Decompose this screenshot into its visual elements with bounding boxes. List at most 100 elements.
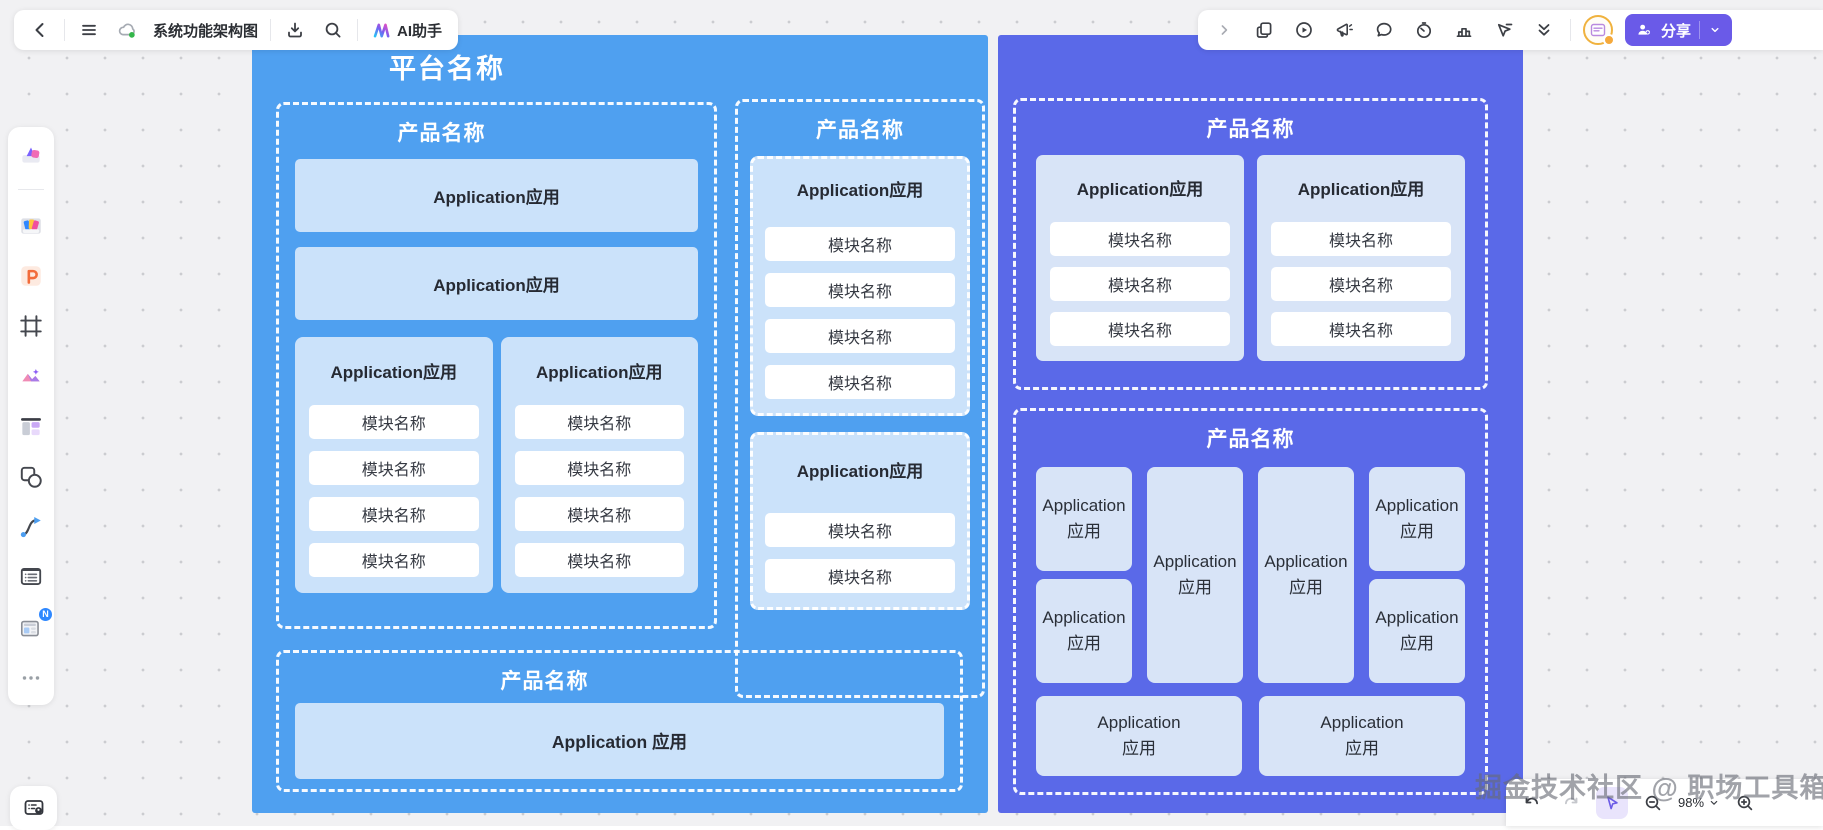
- module-box[interactable]: 模块名称: [515, 497, 685, 531]
- zoom-in-button[interactable]: [1731, 789, 1759, 817]
- processon-p-icon: [18, 263, 44, 289]
- module-box[interactable]: 模块名称: [765, 227, 955, 261]
- grid-column: Application 应用 Application 应用: [1036, 467, 1132, 683]
- application-group-row: Application应用 模块名称 模块名称 模块名称 模块名称 Applic…: [295, 337, 698, 593]
- download-button[interactable]: [281, 16, 309, 44]
- application-box[interactable]: Application 应用: [295, 703, 944, 779]
- back-icon: [30, 20, 50, 40]
- ai-assistant-button[interactable]: AI助手: [368, 20, 446, 41]
- chevron-down-icon: [1708, 797, 1720, 809]
- new-badge: N: [37, 606, 54, 623]
- avatar[interactable]: [1583, 15, 1613, 45]
- divider: [1570, 19, 1571, 41]
- sidebar-item-connector[interactable]: [16, 512, 46, 542]
- back-button[interactable]: [26, 16, 54, 44]
- module-box[interactable]: 模块名称: [309, 405, 479, 439]
- pointer-tool-button[interactable]: [1596, 787, 1628, 819]
- module-box[interactable]: 模块名称: [309, 497, 479, 531]
- map-legend-button[interactable]: [10, 786, 57, 830]
- application-group[interactable]: Application应用 模块名称 模块名称 模块名称 模块名称: [501, 337, 699, 593]
- module-box[interactable]: 模块名称: [309, 543, 479, 577]
- sidebar-item-more[interactable]: [16, 663, 46, 693]
- application-box[interactable]: Application应用: [295, 247, 698, 320]
- more-tools-button[interactable]: [1530, 16, 1558, 44]
- module-box[interactable]: 模块名称: [515, 405, 685, 439]
- application-group[interactable]: Application应用 模块名称 模块名称 模块名称: [1257, 155, 1465, 361]
- module-box[interactable]: 模块名称: [1271, 267, 1451, 301]
- undo-button[interactable]: [1518, 789, 1546, 817]
- sidebar-item-list[interactable]: [16, 562, 46, 592]
- application-cell[interactable]: Application 应用: [1258, 467, 1354, 683]
- zoom-level: 98%: [1678, 795, 1704, 810]
- application-group[interactable]: Application应用 模块名称 模块名称 模块名称 模块名称: [295, 337, 493, 593]
- list-card-icon: [18, 564, 44, 590]
- module-box[interactable]: 模块名称: [765, 559, 955, 593]
- zoom-level-dropdown[interactable]: 98%: [1678, 795, 1720, 810]
- platform-panel-purple[interactable]: 产品名称 Application应用 模块名称 模块名称 模块名称 Applic…: [998, 35, 1523, 813]
- module-box[interactable]: 模块名称: [1271, 312, 1451, 346]
- product-box-2[interactable]: 产品名称 Application应用 模块名称 模块名称 模块名称 模块名称 A…: [735, 99, 985, 698]
- module-box[interactable]: 模块名称: [309, 451, 479, 485]
- application-group[interactable]: Application应用 模块名称 模块名称 模块名称 模块名称: [750, 156, 970, 416]
- application-cell[interactable]: Application 应用: [1036, 696, 1242, 776]
- zoom-out-icon: [1643, 793, 1663, 813]
- module-box[interactable]: 模块名称: [515, 451, 685, 485]
- module-box[interactable]: 模块名称: [765, 513, 955, 547]
- module-box[interactable]: 模块名称: [1050, 222, 1230, 256]
- module-box[interactable]: 模块名称: [765, 365, 955, 399]
- product-box-3[interactable]: 产品名称 Application 应用: [276, 650, 963, 792]
- application-label: Application应用: [765, 437, 955, 501]
- sidebar-item-template[interactable]: N: [16, 613, 46, 643]
- module-box[interactable]: 模块名称: [765, 273, 955, 307]
- grid-column: Application 应用 Application 应用: [1369, 467, 1465, 683]
- application-cell[interactable]: Application 应用: [1036, 467, 1132, 571]
- application-cell[interactable]: Application 应用: [1036, 579, 1132, 683]
- comment-button[interactable]: [1370, 16, 1398, 44]
- module-box[interactable]: 模块名称: [1271, 222, 1451, 256]
- application-group[interactable]: Application应用 模块名称 模块名称 模块名称: [1036, 155, 1244, 361]
- application-label: Application应用: [1271, 163, 1451, 211]
- module-box[interactable]: 模块名称: [515, 543, 685, 577]
- sidebar-item-processon[interactable]: [16, 261, 46, 291]
- sidebar-item-image[interactable]: [16, 361, 46, 391]
- application-box[interactable]: Application应用: [295, 159, 698, 232]
- product-box-4[interactable]: 产品名称 Application应用 模块名称 模块名称 模块名称 Applic…: [1013, 98, 1488, 390]
- collapse-toolbar-button[interactable]: [1210, 16, 1238, 44]
- module-box[interactable]: 模块名称: [1050, 312, 1230, 346]
- zoom-out-button[interactable]: [1639, 789, 1667, 817]
- module-box[interactable]: 模块名称: [765, 319, 955, 353]
- application-grid: Application 应用 Application 应用 Applicatio…: [1036, 467, 1465, 683]
- sidebar-item-shapes[interactable]: [16, 462, 46, 492]
- sidebar-item-shapes-library[interactable]: [16, 139, 46, 169]
- module-box[interactable]: 模块名称: [1050, 267, 1230, 301]
- application-cell[interactable]: Application 应用: [1369, 467, 1465, 571]
- more-dots-icon: [18, 665, 44, 691]
- redo-button[interactable]: [1557, 789, 1585, 817]
- present-play-button[interactable]: [1290, 16, 1318, 44]
- copy-style-button[interactable]: [1250, 16, 1278, 44]
- laser-pointer-button[interactable]: [1490, 16, 1518, 44]
- play-icon: [1294, 20, 1314, 40]
- chart-icon: [1454, 20, 1474, 40]
- search-button[interactable]: [319, 16, 347, 44]
- platform-title: 平台名称: [312, 47, 582, 86]
- product-box-1[interactable]: 产品名称 Application应用 Application应用 Applica…: [276, 102, 717, 629]
- document-title[interactable]: 系统功能架构图: [151, 20, 260, 41]
- share-button[interactable]: 分享: [1625, 14, 1732, 46]
- application-cell[interactable]: Application 应用: [1259, 696, 1465, 776]
- menu-button[interactable]: [75, 16, 103, 44]
- undo-icon: [1522, 793, 1542, 813]
- chart-button[interactable]: [1450, 16, 1478, 44]
- sidebar-item-graphics[interactable]: [16, 211, 46, 241]
- application-cell[interactable]: Application 应用: [1147, 467, 1243, 683]
- platform-panel-blue[interactable]: 平台名称 产品名称 Application应用 Application应用 Ap…: [252, 35, 988, 813]
- application-cell[interactable]: Application 应用: [1369, 579, 1465, 683]
- announce-button[interactable]: [1330, 16, 1358, 44]
- sidebar-item-layout[interactable]: [16, 412, 46, 442]
- divider: [64, 19, 65, 41]
- product-box-5[interactable]: 产品名称 Application 应用 Application 应用 Appli…: [1013, 408, 1488, 795]
- sidebar-item-frame[interactable]: [16, 311, 46, 341]
- application-group[interactable]: Application应用 模块名称 模块名称: [750, 432, 970, 610]
- timer-button[interactable]: [1410, 16, 1438, 44]
